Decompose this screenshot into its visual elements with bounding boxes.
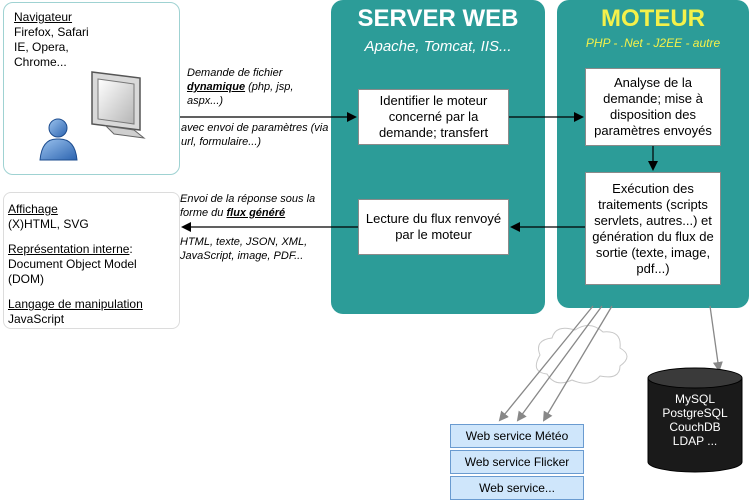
- ws-arrow: [516, 305, 603, 422]
- identify-engine-box: Identifier le moteur concerné par la dem…: [358, 89, 509, 145]
- affichage-value: (X)HTML, SVG: [8, 217, 89, 231]
- cloud-icon: [535, 325, 628, 384]
- formats-label: HTML, texte, JSON, XML, JavaScript, imag…: [180, 236, 308, 262]
- read-stream-box: Lecture du flux renvoyé par le moteur: [358, 199, 509, 255]
- representation-title: Représentation interne: [8, 242, 130, 256]
- affichage-title: Affichage: [8, 202, 58, 216]
- display-text: Affichage (X)HTML, SVG Représentation in…: [8, 202, 178, 327]
- server-web-panel: [331, 0, 545, 314]
- database-name: CouchDB: [669, 420, 721, 434]
- representation-suffix: :: [129, 242, 133, 256]
- representation-line: (DOM): [8, 272, 44, 286]
- computer-monitor-icon: [91, 71, 146, 139]
- server-title: SERVER WEB: [357, 5, 519, 32]
- langage-title: Langage de manipulation: [8, 297, 143, 311]
- database-name: MySQL: [674, 392, 715, 406]
- web-service-item: Web service Météo: [450, 424, 584, 448]
- display-box: [3, 192, 180, 329]
- user-icon: [39, 118, 78, 161]
- representation-line: Document Object Model: [8, 257, 137, 271]
- database-name: PostgreSQL: [662, 406, 728, 420]
- server-subtitle: Apache, Tomcat, IIS...: [364, 38, 512, 55]
- client-text: Navigateur Firefox, Safari IE, Opera, Ch…: [14, 10, 89, 70]
- analyse-request-box: Analyse de la demande; mise à dispositio…: [585, 68, 721, 146]
- response-bold: flux généré: [226, 207, 286, 219]
- request-bold: dynamique: [187, 81, 246, 93]
- engine-subtitle: PHP - .Net - J2EE - autre: [585, 36, 721, 50]
- client-line: IE, Opera,: [14, 40, 69, 54]
- database-name: LDAP ...: [672, 434, 718, 448]
- ws-arrow: [498, 305, 594, 422]
- web-service-item: Web service...: [450, 476, 584, 500]
- execution-box: Exécution des traitements (scripts servl…: [585, 172, 721, 285]
- database-icon: [647, 367, 743, 473]
- client-line: Chrome...: [14, 55, 67, 69]
- engine-title: MOTEUR: [601, 5, 705, 32]
- web-service-item: Web service Flicker: [450, 450, 584, 474]
- params-label: avec envoi de paramètres (via url, formu…: [181, 122, 329, 148]
- database-labels: MySQL PostgreSQL CouchDB LDAP ...: [648, 392, 742, 448]
- response-label: Envoi de la réponse sous la forme du flu…: [180, 193, 316, 219]
- langage-value: JavaScript: [8, 312, 65, 326]
- ws-arrow: [542, 305, 613, 422]
- client-line: Firefox, Safari: [14, 25, 89, 39]
- client-title: Navigateur: [14, 10, 73, 24]
- web-services-stack: Web service Météo Web service Flicker We…: [450, 424, 584, 502]
- db-arrow: [709, 305, 723, 372]
